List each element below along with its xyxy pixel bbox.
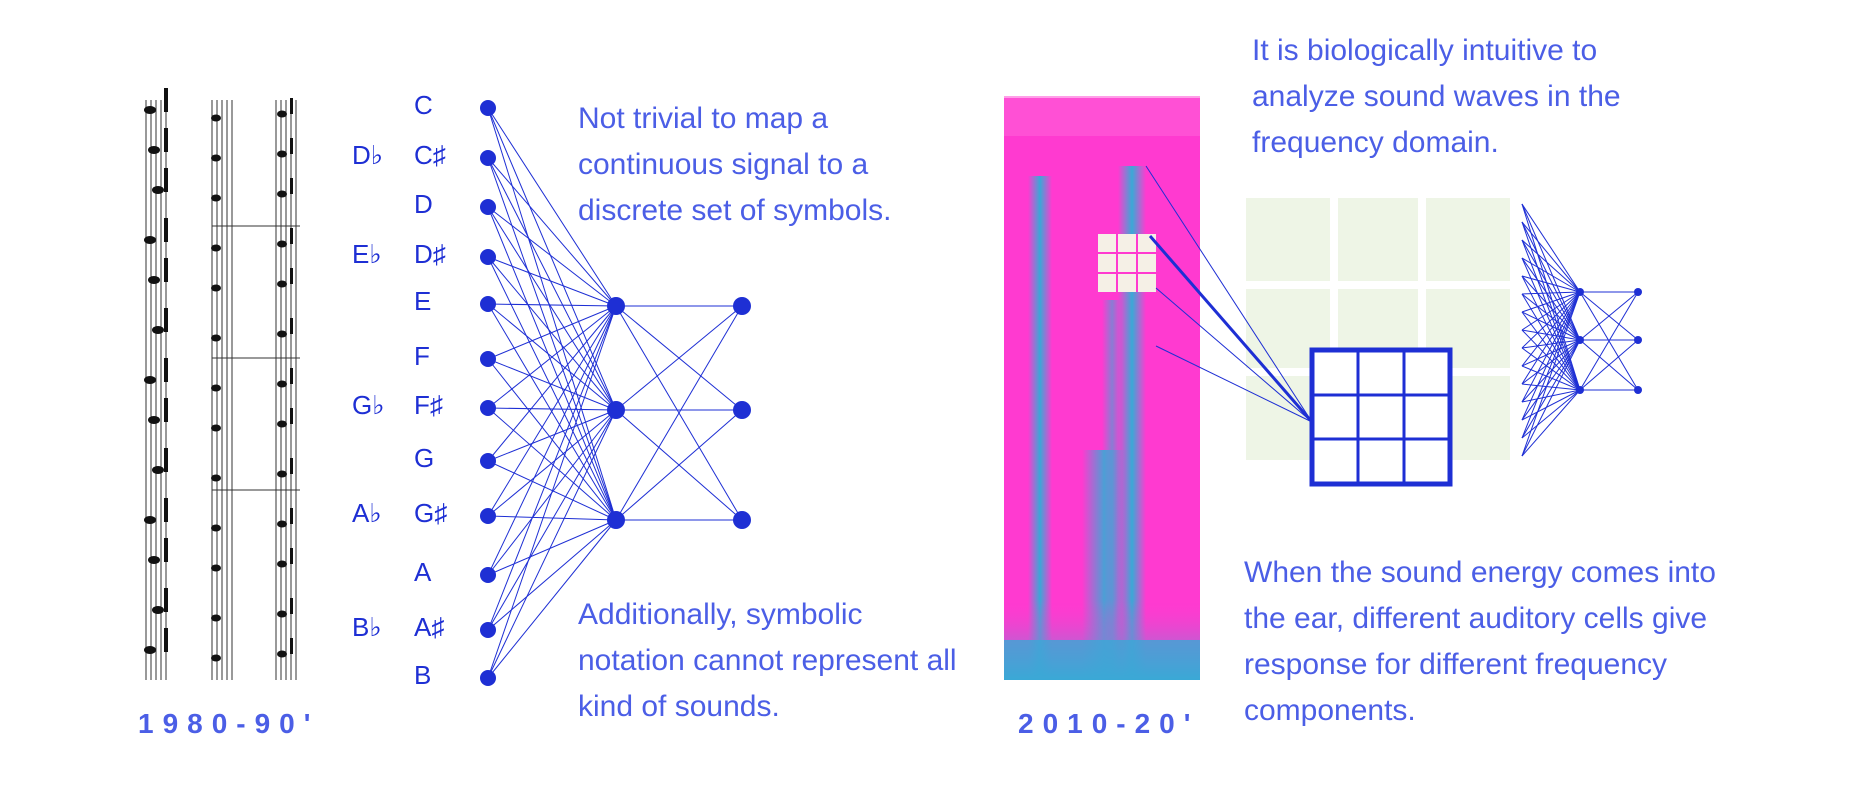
- note-label-10: A♯: [414, 612, 445, 642]
- output-node: [733, 511, 751, 529]
- note-label-8: G♯: [414, 498, 448, 528]
- spectrogram-kernel: [1098, 234, 1156, 292]
- caption-auditory-cells: When the sound energy comes into the ear…: [1244, 556, 1716, 727]
- input-node: [480, 150, 496, 166]
- spectrogram-image: [1004, 96, 1200, 680]
- note-label-1: C♯: [414, 140, 446, 170]
- hidden-node: [607, 401, 625, 419]
- note-label-5: F: [414, 341, 430, 371]
- input-node: [480, 508, 496, 524]
- input-node: [480, 249, 496, 265]
- cnn-hidden-node: [1576, 386, 1584, 394]
- convolution-output-grid: [1309, 347, 1453, 487]
- caption-frequency-domain: It is biologically intuitive to analyze …: [1252, 34, 1621, 159]
- input-node: [480, 453, 496, 469]
- hidden-node: [607, 297, 625, 315]
- input-node: [480, 400, 496, 416]
- note-label-11: B: [414, 660, 432, 690]
- cnn-hidden-node: [1576, 336, 1584, 344]
- output-node: [733, 401, 751, 419]
- note-label-4: E: [414, 286, 432, 316]
- caption-symbolic-mapping: Not trivial to map a continuous signal t…: [578, 102, 892, 227]
- input-node: [480, 199, 496, 215]
- input-node: [480, 100, 496, 116]
- note-alt-label-10: B♭: [352, 612, 382, 642]
- input-node: [480, 670, 496, 686]
- era-label-left: 1980-90': [138, 708, 320, 739]
- note-alt-label-1: D♭: [352, 140, 384, 170]
- cnn-output-node: [1634, 336, 1642, 344]
- note-label-2: D: [414, 189, 433, 219]
- input-node: [480, 622, 496, 638]
- era-label-right: 2010-20': [1018, 708, 1200, 739]
- output-node: [733, 297, 751, 315]
- note-label-3: D♯: [414, 239, 446, 269]
- input-node: [480, 567, 496, 583]
- note-label-0: C: [414, 90, 433, 120]
- cnn-output-node: [1634, 288, 1642, 296]
- note-alt-label-6: G♭: [352, 390, 385, 420]
- note-alt-label-8: A♭: [352, 498, 382, 528]
- input-node: [480, 296, 496, 312]
- note-label-7: G: [414, 443, 435, 473]
- caption-symbolic-limitation: Additionally, symbolic notation cannot r…: [578, 598, 957, 723]
- input-node: [480, 351, 496, 367]
- note-label-9: A: [414, 557, 432, 587]
- note-alt-label-3: E♭: [352, 239, 382, 269]
- note-label-6: F♯: [414, 390, 443, 420]
- hidden-node: [607, 511, 625, 529]
- cnn-output-node: [1634, 386, 1642, 394]
- cnn-hidden-node: [1576, 288, 1584, 296]
